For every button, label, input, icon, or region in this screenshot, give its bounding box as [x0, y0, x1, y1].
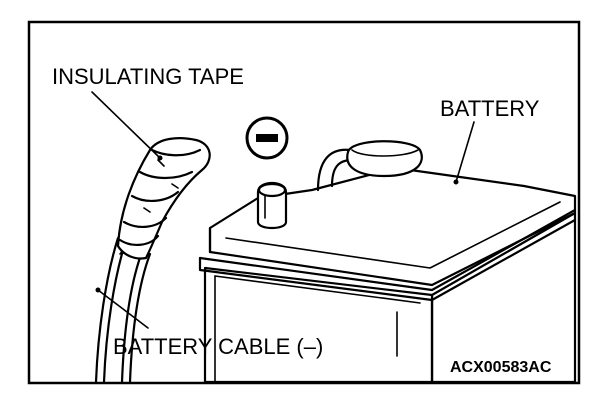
label-insulating-tape: INSULATING TAPE [52, 64, 244, 89]
label-battery-cable: BATTERY CABLE (–) [113, 334, 323, 359]
leader-battery-cable [97, 289, 149, 329]
leader-dot-battery [453, 179, 459, 185]
leader-dot-tape [157, 155, 163, 161]
negative-terminal-post [256, 181, 288, 230]
leader-battery [455, 121, 475, 183]
insulating-tape-illustration [116, 137, 211, 260]
figure-code: ACX00583AC [450, 359, 552, 376]
positive-terminal-cap [316, 140, 423, 192]
negative-sign-icon [245, 116, 289, 160]
label-battery: BATTERY [440, 96, 540, 121]
leader-dot-cable [95, 287, 101, 293]
leader-insulating-tape [91, 91, 161, 159]
